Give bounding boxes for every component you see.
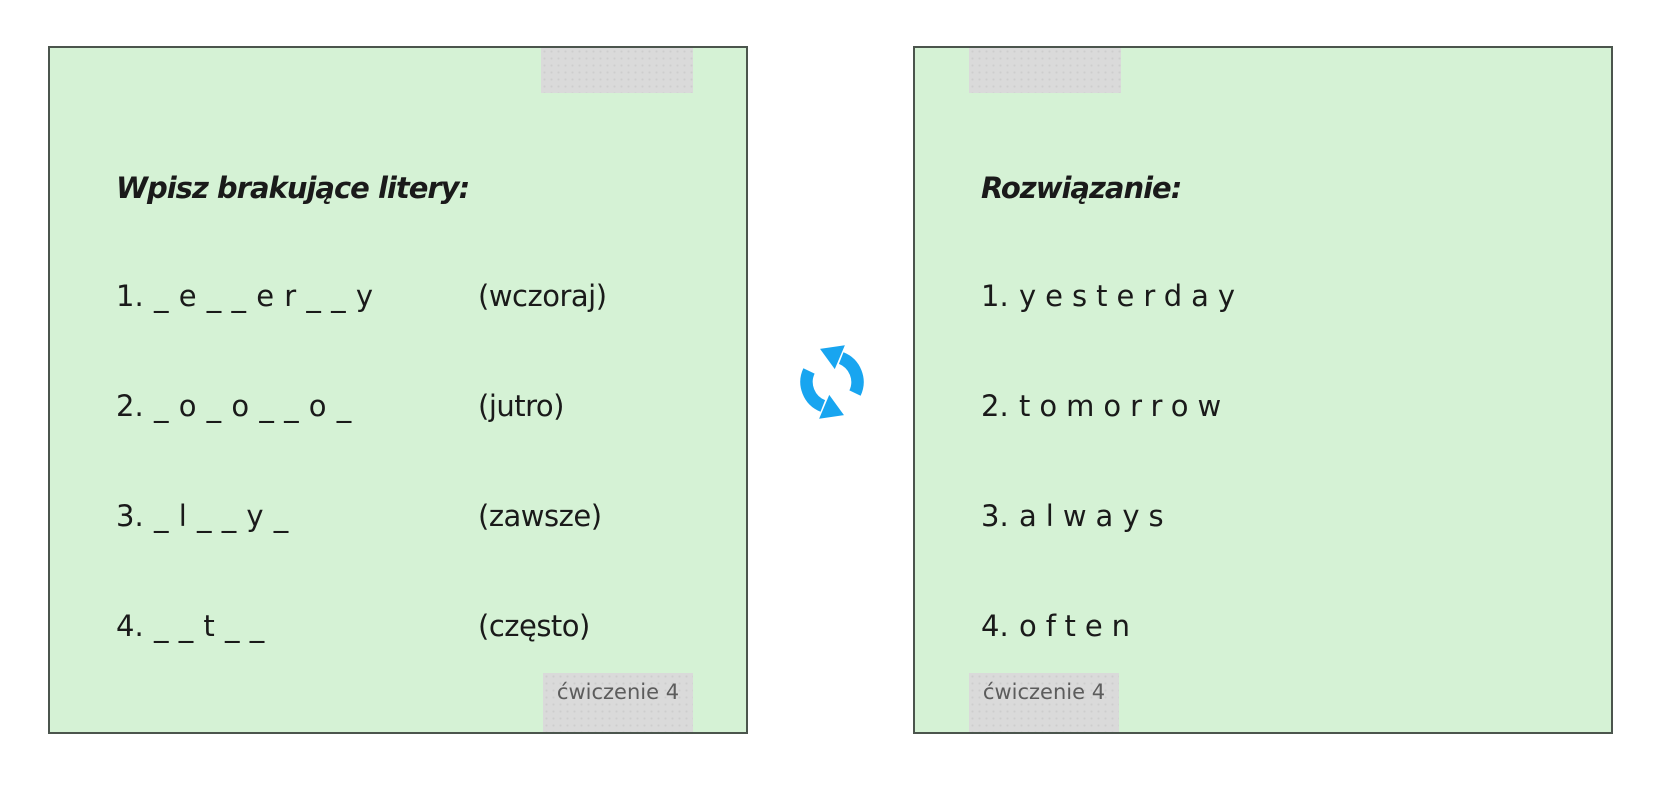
item-hint: (jutro)	[478, 389, 564, 423]
item-solution-word: often	[1019, 609, 1140, 643]
item-number: 4.	[116, 609, 144, 643]
item-number: 4.	[981, 609, 1009, 643]
item-number: 1.	[116, 279, 144, 313]
card-top-tab	[541, 48, 693, 93]
item-number: 3.	[981, 499, 1009, 533]
item-pattern: _ _ t _ _	[154, 609, 265, 643]
item-number: 2.	[116, 389, 144, 423]
solution-item: 3. always	[981, 499, 1173, 533]
exercise-number-text: ćwiczenie 4	[982, 680, 1106, 704]
exercise-number-badge: ćwiczenie 4	[543, 673, 693, 732]
item-solution-word: tomorrow	[1019, 389, 1231, 423]
item-pattern: _ l _ _ y _	[154, 499, 289, 533]
solution-item: 2. tomorrow	[981, 389, 1230, 423]
solution-title: Rozwiązanie:	[981, 171, 1182, 205]
item-number: 3.	[116, 499, 144, 533]
solution-item: 1. yesterday	[981, 279, 1244, 313]
exercise-title: Wpisz brakujące litery:	[116, 171, 470, 205]
exercise-item: 3. _ l _ _ y _ (zawsze)	[116, 499, 602, 533]
item-solution-word: always	[1019, 499, 1173, 533]
exercise-item: 2. _ o _ o _ _ o _ (jutro)	[116, 389, 564, 423]
item-hint: (wczoraj)	[478, 279, 607, 313]
item-solution-word: yesterday	[1019, 279, 1245, 313]
flip-card-button[interactable]	[786, 334, 878, 430]
exercise-item: 4. _ _ t _ _ (często)	[116, 609, 590, 643]
refresh-icon	[800, 345, 864, 419]
exercise-number-text: ćwiczenie 4	[556, 680, 680, 704]
item-hint: (zawsze)	[478, 499, 602, 533]
solution-item: 4. often	[981, 609, 1139, 643]
item-pattern: _ e _ _ e r _ _ y	[154, 279, 374, 313]
item-number: 1.	[981, 279, 1009, 313]
card-top-tab	[969, 48, 1121, 93]
exercise-card: Wpisz brakujące litery: 1. _ e _ _ e r _…	[48, 46, 748, 734]
exercise-number-badge: ćwiczenie 4	[969, 673, 1119, 732]
item-pattern: _ o _ o _ _ o _	[154, 389, 352, 423]
exercise-item: 1. _ e _ _ e r _ _ y (wczoraj)	[116, 279, 607, 313]
item-hint: (często)	[478, 609, 590, 643]
item-number: 2.	[981, 389, 1009, 423]
solution-card: Rozwiązanie: 1. yesterday 2. tomorrow 3.…	[913, 46, 1613, 734]
